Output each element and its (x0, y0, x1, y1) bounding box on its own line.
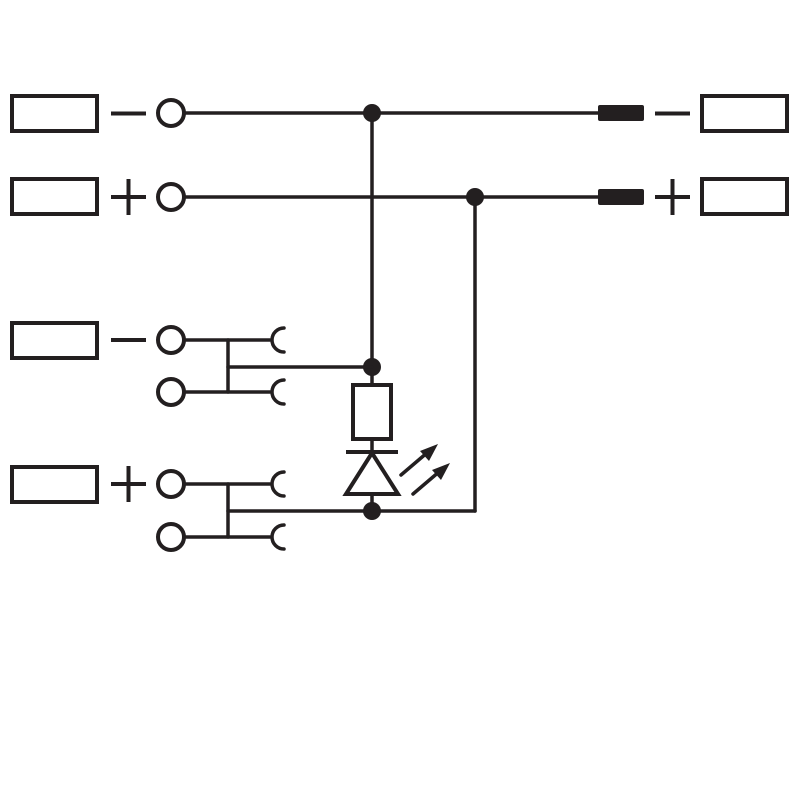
clamp-point-positive-b (156, 522, 186, 552)
jumper-bridge-negative (182, 326, 374, 406)
clamp-point-negative-b (156, 377, 186, 407)
resistor-icon (351, 383, 393, 441)
right-terminal-block-positive (700, 177, 789, 216)
plug-contact-positive (598, 189, 644, 205)
terminal-block-negative-bottom (10, 321, 99, 360)
junction-dot-positive-top (466, 188, 484, 206)
plug-contact-negative (598, 105, 644, 121)
left-terminal-positive-top (10, 177, 186, 216)
jumper-slot-icon (270, 523, 286, 551)
led-icon (342, 449, 402, 513)
jumper-slot-icon (270, 470, 286, 498)
left-terminal-negative-top (10, 94, 186, 133)
terminal-block-positive-bottom (10, 465, 99, 504)
terminal-block-positive-top (10, 177, 99, 216)
clamp-point-positive-top (156, 182, 186, 212)
clamp-point-negative-a (156, 325, 186, 355)
left-terminal-positive-bottom (10, 465, 186, 552)
jumper-slot-icon (270, 326, 286, 354)
clamp-point-positive-a (156, 469, 186, 499)
terminal-block-negative-top (10, 94, 99, 133)
clamp-point-top (156, 98, 186, 128)
left-terminal-negative-bottom (10, 321, 186, 407)
emitted-light-arrows-icon (399, 444, 450, 496)
right-terminal-block-negative (700, 94, 789, 133)
jumper-bridge-positive (182, 470, 286, 551)
jumper-slot-icon (270, 378, 286, 406)
junction-dot-negative-top (363, 104, 381, 122)
